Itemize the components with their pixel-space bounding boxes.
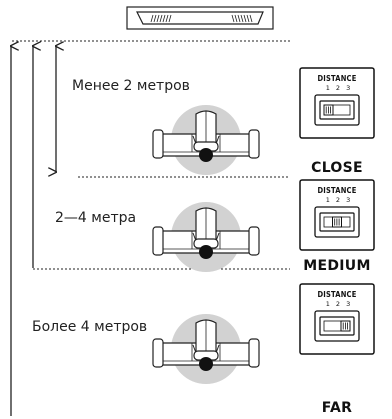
panel-title-far: DISTANCE — [317, 290, 357, 299]
panel-title-close: DISTANCE — [317, 74, 357, 83]
panel-numbers-close: 1 2 3 — [325, 84, 353, 92]
switch-knob-close — [323, 104, 334, 116]
switch-knob-far — [340, 320, 351, 332]
listener-on-sofa-icon — [152, 313, 260, 385]
setting-label-medium: MEDIUM — [303, 258, 371, 274]
panel-numbers-far: 1 2 3 — [325, 300, 353, 308]
panel-title-medium: DISTANCE — [317, 186, 357, 195]
listener-on-sofa-icon — [152, 201, 260, 273]
close-distance-label: Менее 2 метров — [72, 78, 190, 94]
listener-on-sofa-icon — [152, 104, 260, 176]
panel-numbers-medium: 1 2 3 — [325, 196, 353, 204]
far-distance-label: Более 4 метров — [32, 319, 148, 335]
setting-label-far: FAR — [321, 400, 353, 416]
setting-label-close: CLOSE — [311, 160, 363, 176]
medium-distance-label: 2—4 метра — [55, 210, 137, 226]
soundbar-icon — [126, 6, 274, 30]
switch-knob-medium — [332, 216, 342, 228]
